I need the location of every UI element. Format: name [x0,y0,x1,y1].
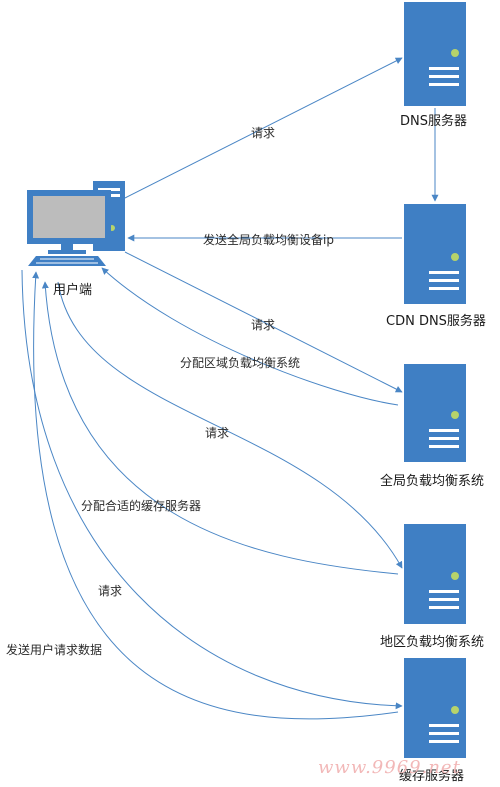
edge-label-request-rlb: 请求 [205,426,230,440]
watermark: www.9969.net [318,757,461,778]
computer-icon [27,181,125,266]
node-label-dns: DNS服务器 [400,114,467,129]
server-icon [404,204,466,304]
node-label-rlb: 地区负载均衡系统 [380,635,485,650]
edge-assign-region-lb [101,267,399,406]
edge-request-rlb [57,281,403,569]
edge-label-request-dns: 请求 [251,126,276,140]
edge-label-request-cache: 请求 [98,584,123,598]
edge-label-assign-cache: 分配合适的缓存服务器 [81,499,202,513]
edge-label-assign-region-lb: 分配区域负载均衡系统 [180,356,301,370]
edge-send-user-data [32,271,399,720]
server-icon [404,524,466,624]
edge-request-dns [124,57,403,199]
edge-label-request-glb: 请求 [251,318,276,332]
edge-label-send-glb-ip: 发送全局负载均衡设备ip [203,233,334,247]
client-label: 用户端 [53,283,93,298]
node-label-cdn-dns: CDN DNS服务器 [386,314,486,329]
edge-request-glb [124,251,403,393]
server-icon [404,658,466,758]
server-icon [404,2,466,106]
edge-assign-cache [41,281,399,575]
node-label-glb: 全局负载均衡系统 [380,474,485,489]
edge-request-cache [21,269,403,710]
edge-label-send-user-data: 发送用户请求数据 [6,643,103,657]
server-icon [404,364,466,462]
node-label-cache: 缓存服务器 [399,769,465,784]
